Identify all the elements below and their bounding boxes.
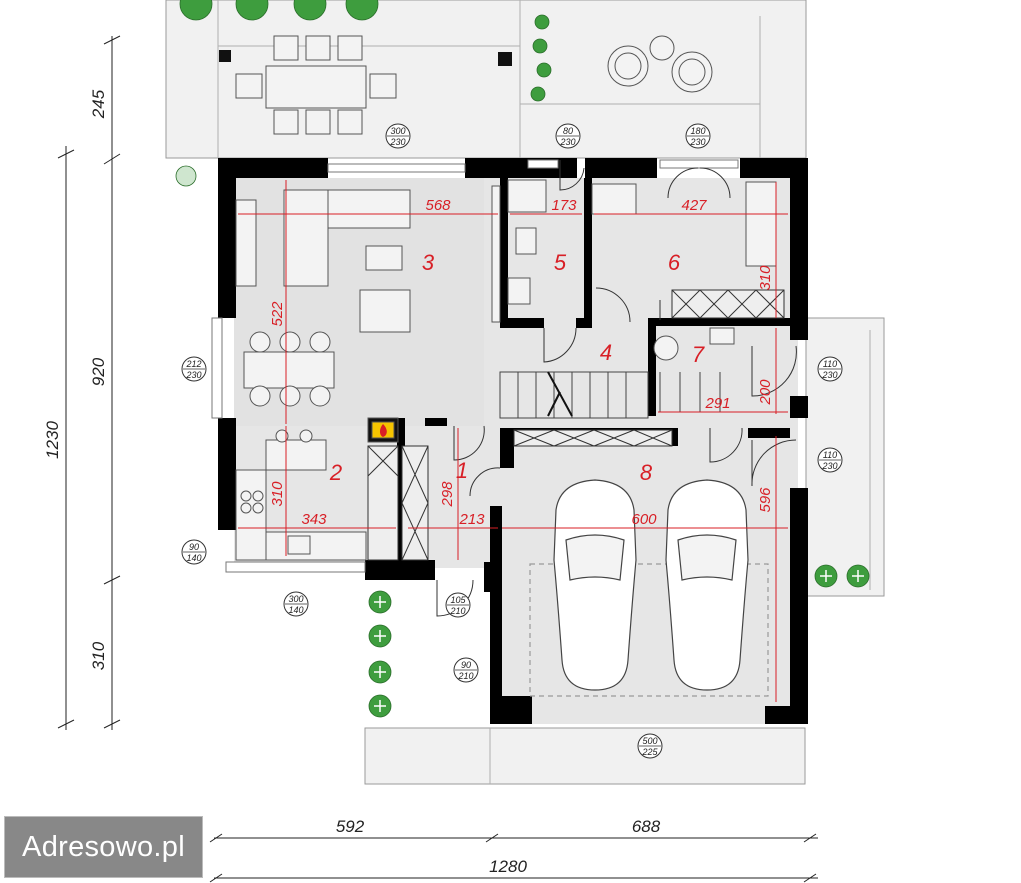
opening-height: 140 xyxy=(288,605,303,615)
storage-units xyxy=(367,289,785,561)
dim-garage-width: 600 xyxy=(631,511,657,528)
room-label-2: 2 xyxy=(329,460,342,485)
opening-height: 230 xyxy=(689,137,705,147)
opening-height: 210 xyxy=(449,606,465,616)
dim-left-middle: 920 xyxy=(89,357,108,386)
opening-width: 300 xyxy=(390,126,405,136)
dim-living-depth: 522 xyxy=(269,301,286,327)
opening-width: 90 xyxy=(461,660,471,670)
front-porch xyxy=(364,727,806,785)
opening-height: 230 xyxy=(821,461,837,471)
dim-hall-width: 213 xyxy=(458,511,485,528)
opening-width: 300 xyxy=(288,594,303,604)
garage-cars xyxy=(529,479,769,697)
opening-height: 140 xyxy=(186,553,201,563)
room-label-4: 4 xyxy=(600,340,612,365)
furniture xyxy=(235,35,777,561)
room-label-1: 1 xyxy=(456,458,468,483)
dim-left-total: 1230 xyxy=(43,421,62,459)
staircase xyxy=(499,371,721,419)
dim-kitchen-depth: 310 xyxy=(269,481,286,507)
dim-room7-width: 291 xyxy=(704,395,730,412)
opening-width: 212 xyxy=(185,359,201,369)
opening-width: 80 xyxy=(563,126,573,136)
opening-width: 500 xyxy=(642,736,657,746)
opening-width: 110 xyxy=(823,359,837,369)
dim-room6-depth: 310 xyxy=(757,265,774,291)
opening-height: 230 xyxy=(559,137,575,147)
opening-height: 210 xyxy=(457,671,473,681)
opening-height: 225 xyxy=(641,747,658,757)
opening-width: 110 xyxy=(823,450,837,460)
watermark: Adresowo.pl xyxy=(4,816,203,878)
opening-height: 230 xyxy=(821,370,837,380)
room-label-8: 8 xyxy=(640,460,653,485)
opening-width: 90 xyxy=(189,542,199,552)
opening-width: 105 xyxy=(450,595,466,605)
dim-room6-width: 427 xyxy=(681,197,707,214)
opening-markers: 3002308023018023021223011023011023090140… xyxy=(181,123,843,759)
walls xyxy=(218,158,808,724)
opening-width: 180 xyxy=(690,126,705,136)
dim-left-top: 245 xyxy=(89,89,108,119)
opening-height: 230 xyxy=(185,370,201,380)
dim-garage-depth: 596 xyxy=(757,487,774,513)
dim-bath-width: 173 xyxy=(551,197,577,214)
room-label-6: 6 xyxy=(668,250,681,275)
dim-bottom-total: 1280 xyxy=(489,857,527,876)
dim-living-width: 568 xyxy=(425,197,451,214)
dim-bottom-left: 592 xyxy=(336,817,365,836)
room-label-5: 5 xyxy=(554,250,567,275)
room-label-7: 7 xyxy=(692,342,705,367)
dim-left-bottom: 310 xyxy=(89,641,108,670)
dim-room7-depth: 200 xyxy=(757,379,774,406)
side-terrace xyxy=(805,317,885,597)
opening-height: 230 xyxy=(389,137,405,147)
room-label-3: 3 xyxy=(422,250,435,275)
car-right-icon xyxy=(665,479,749,691)
dim-hall-depth: 298 xyxy=(439,481,456,508)
car-left-icon xyxy=(553,479,637,691)
dim-bottom-right: 688 xyxy=(632,817,661,836)
dim-kitchen-width: 343 xyxy=(301,511,327,528)
